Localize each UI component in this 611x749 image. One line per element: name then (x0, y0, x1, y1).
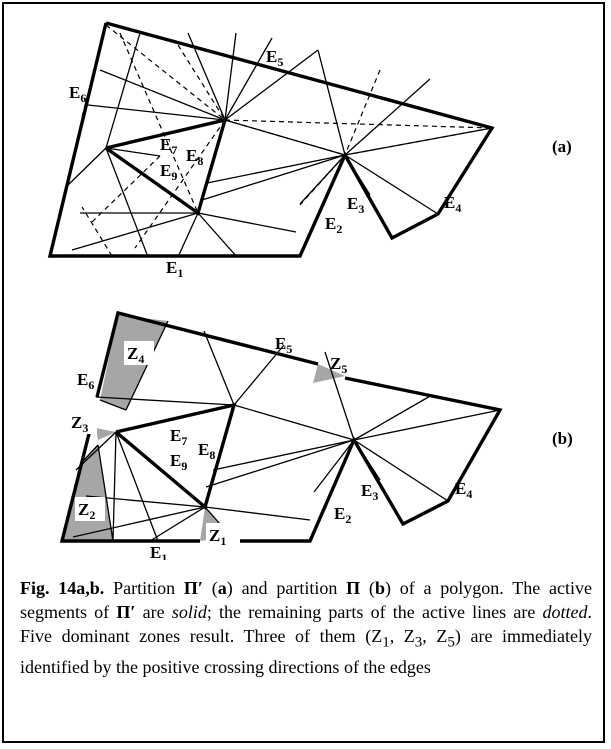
edge-label-e6: E6 (69, 83, 86, 105)
edge-label-b-e8: E8 (198, 440, 215, 462)
caption-sub: 5 (447, 634, 455, 651)
caption-solid: solid (171, 602, 207, 622)
panel-b: Z4 Z2 Z1 Z3 Z5 E1 E2 E3 E4 E5 E6 E7 E8 E… (59, 310, 573, 560)
caption-label: Fig. 14a,b. (20, 578, 105, 598)
caption-panel-ref-b: b (374, 578, 385, 598)
edge-label-e9: E9 (160, 161, 177, 183)
caption-text: ; the remaining parts of the active line… (206, 602, 543, 622)
caption-text: ) are immediately identified by the posi… (20, 626, 593, 677)
edge-label-b-e9: E9 (170, 451, 187, 473)
edge-label-e3: E3 (347, 194, 364, 216)
edge-label-e7: E7 (160, 135, 177, 157)
active-lines-a (66, 32, 493, 258)
caption-text: are (135, 602, 172, 622)
panel-a: E1 E2 E3 E4 E5 E6 E7 E8 E9 (a) (47, 21, 572, 280)
edges-b (59, 310, 503, 543)
zone-label-z3: Z3 (71, 413, 88, 435)
edge-label-b-e1: E1 (150, 543, 167, 560)
edges-a (47, 21, 495, 258)
figure-frame (2, 2, 605, 743)
edge-label-e5: E5 (266, 47, 283, 69)
edge-label-b-e3: E3 (361, 481, 378, 503)
caption-dotted: dotted (542, 602, 588, 622)
zone-label-z5: Z5 (330, 354, 347, 376)
caption-sub: 1 (382, 634, 390, 651)
caption-sub: 3 (414, 634, 423, 651)
zone-z5 (313, 364, 345, 383)
caption-text: , Z (422, 626, 448, 646)
edge-labels-a: E1 E2 E3 E4 E5 E6 E7 E8 E9 (69, 47, 461, 280)
figure-diagram: E1 E2 E3 E4 E5 E6 E7 E8 E9 (a) (47, 21, 573, 560)
edge-labels-b: E1 E2 E3 E4 E5 E6 E7 E8 E9 (77, 334, 472, 560)
caption-symbol-pi: Π (346, 578, 361, 598)
caption-text: . Five dominant zones result. Three of t… (20, 602, 593, 646)
edge-label-e4: E4 (444, 193, 461, 215)
caption-text: , Z (389, 626, 415, 646)
edge-label-b-e5: E5 (275, 334, 292, 356)
caption-text: ) and partition (226, 578, 347, 598)
zone-label-z4: Z4 (127, 344, 144, 366)
zone-label-z2: Z2 (78, 500, 95, 522)
caption-text: Partition (104, 578, 184, 598)
panel-a-tag: (a) (552, 137, 572, 156)
caption-panel-ref-a: a (217, 578, 227, 598)
edge-label-b-e4: E4 (455, 479, 472, 501)
lines-b (72, 320, 501, 542)
caption-text: ) of a polygon. The active segments of (20, 578, 593, 622)
figure-caption: Fig. 14a,b. Partition Π′ (a) and partiti… (20, 576, 592, 679)
caption-symbol-pi-prime: Π′ (116, 602, 136, 622)
panel-b-tag: (b) (552, 429, 573, 448)
edge-label-b-e7: E7 (170, 426, 187, 448)
zone-label-z1: Z1 (209, 526, 226, 548)
caption-symbol-pi-prime: Π′ (183, 578, 203, 598)
edge-label-e1: E1 (166, 258, 183, 280)
edge-label-e8: E8 (186, 146, 203, 168)
caption-text: ( (360, 578, 375, 598)
edge-label-b-e6: E6 (77, 370, 94, 392)
edge-label-e2: E2 (325, 214, 342, 236)
zone-z3 (96, 428, 116, 440)
edge-label-b-e2: E2 (334, 504, 351, 526)
zone-labels-b: Z4 Z2 Z1 Z3 Z5 (70, 341, 347, 548)
caption-text: ( (202, 578, 218, 598)
